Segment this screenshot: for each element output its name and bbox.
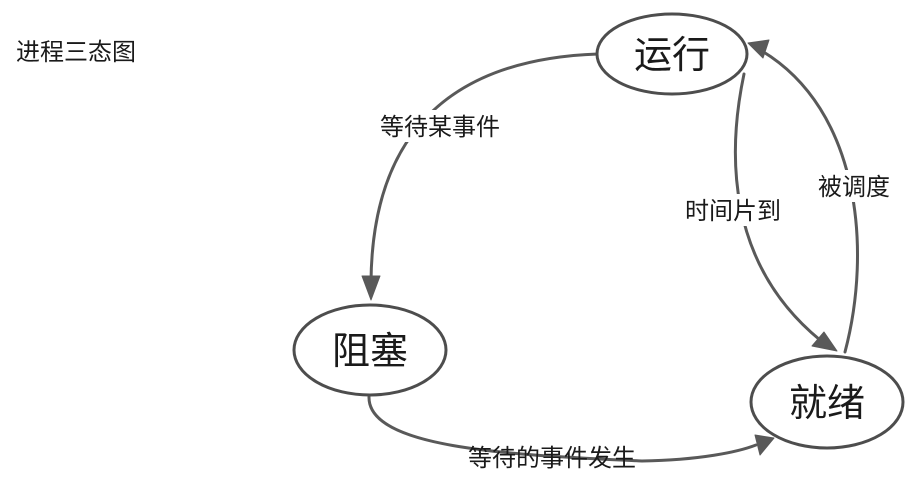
state-node-blocked: 阻塞 xyxy=(292,303,448,397)
arrow-head-icon xyxy=(811,331,838,352)
state-label-ready: 就绪 xyxy=(789,381,865,425)
arrow-head-icon xyxy=(754,434,775,456)
state-node-ready: 就绪 xyxy=(749,354,905,450)
transition-blocked-to-ready: 等待的事件发生 xyxy=(367,395,775,472)
state-ellipse xyxy=(749,354,905,450)
transition-label-scheduled: 被调度 xyxy=(818,173,890,201)
label-background xyxy=(680,194,796,226)
state-node-running: 运行 xyxy=(595,12,749,96)
label-background xyxy=(814,170,906,202)
page-title: 进程三态图 xyxy=(16,38,136,66)
transition-label-event-occurred: 等待的事件发生 xyxy=(468,444,636,472)
transition-arrow-line xyxy=(369,52,600,284)
arrow-head-icon xyxy=(361,275,381,301)
state-ellipse xyxy=(595,12,749,96)
transition-ready-to-running: 被调度 xyxy=(747,39,906,354)
state-label-running: 运行 xyxy=(634,33,710,77)
transition-label-wait-event: 等待某事件 xyxy=(380,113,500,141)
label-background xyxy=(374,110,520,142)
transition-running-to-ready: 时间片到 xyxy=(680,72,838,352)
transition-arrow-line xyxy=(367,395,758,463)
state-ellipse xyxy=(292,303,448,397)
state-label-blocked: 阻塞 xyxy=(332,329,408,373)
transition-running-to-blocked: 等待某事件 xyxy=(361,52,600,301)
transition-label-time-slice: 时间片到 xyxy=(685,197,781,225)
arrow-head-icon xyxy=(747,39,770,59)
